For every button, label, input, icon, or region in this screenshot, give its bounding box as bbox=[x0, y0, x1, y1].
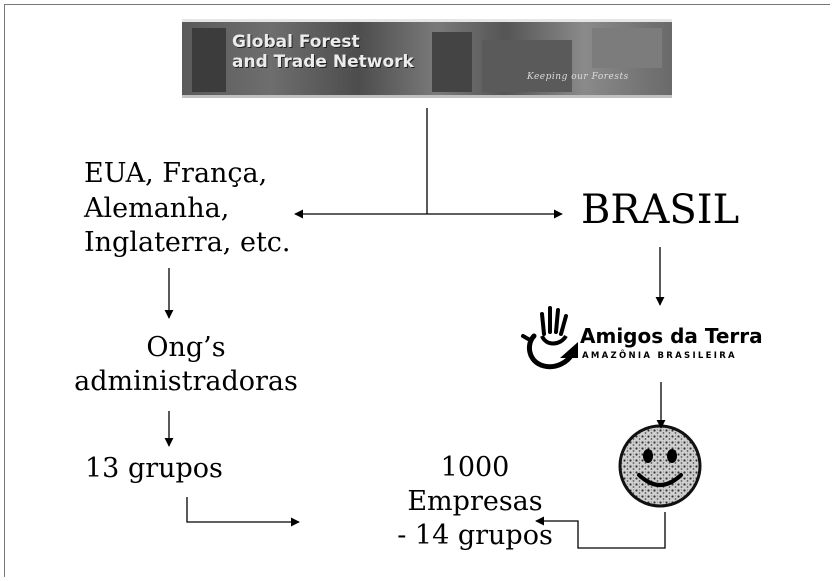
countries-label: EUA, França, Alemanha, Inglaterra, etc. bbox=[84, 157, 291, 261]
banner-building bbox=[592, 28, 662, 68]
banner-tagline: Keeping our Forests bbox=[527, 72, 629, 82]
ongs-label: Ong’s administradoras bbox=[66, 331, 306, 399]
empresas-line: - 14 grupos bbox=[397, 520, 553, 551]
amigos-da-terra-logo: Amigos da Terra AMAZÔNIA BRASILEIRA bbox=[520, 296, 790, 376]
countries-line: Inglaterra, etc. bbox=[84, 227, 291, 258]
smiley-icon bbox=[618, 424, 702, 508]
connector-grupos-empresas bbox=[186, 497, 300, 527]
empresas-line: Empresas bbox=[407, 486, 543, 517]
connector-smiley-empresas bbox=[535, 512, 666, 549]
grupos-13-label: 13 grupos bbox=[85, 453, 223, 484]
banner-building bbox=[192, 28, 226, 92]
countries-line: EUA, França, bbox=[84, 158, 268, 189]
hand-logo-icon bbox=[521, 306, 578, 370]
empresas-line: 1000 bbox=[440, 452, 510, 483]
ongs-line: administradoras bbox=[74, 366, 298, 397]
banner-title: Global Forest and Trade Network bbox=[232, 32, 414, 72]
gftn-banner: Global Forest and Trade Network Keeping … bbox=[182, 19, 672, 98]
countries-line: Alemanha, bbox=[84, 192, 230, 224]
ongs-line: Ong’s bbox=[146, 332, 226, 363]
logo-name: Amigos da Terra bbox=[580, 324, 763, 348]
logo-subtitle: AMAZÔNIA BRASILEIRA bbox=[582, 351, 737, 361]
empresas-label: 1000 Empresas - 14 grupos bbox=[380, 451, 570, 553]
banner-building bbox=[482, 40, 572, 92]
banner-building bbox=[432, 32, 472, 92]
slide-frame bbox=[4, 4, 830, 577]
brasil-label: BRASIL bbox=[581, 187, 740, 233]
